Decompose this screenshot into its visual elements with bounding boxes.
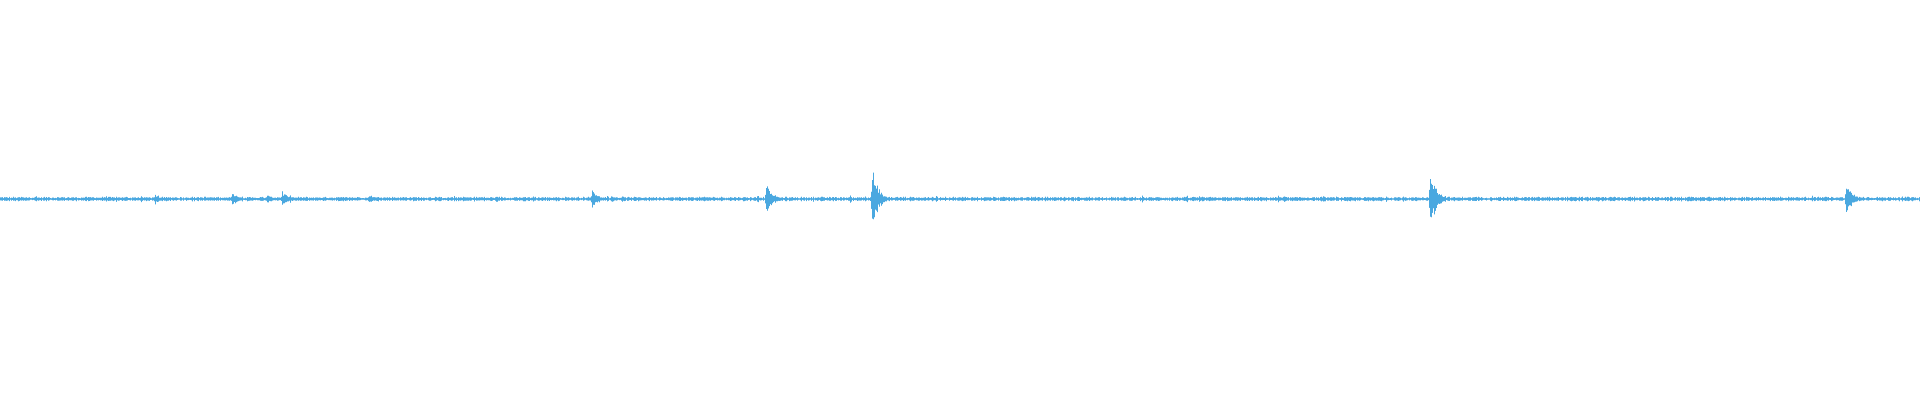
- waveform-trace: [0, 172, 1920, 220]
- waveform-samples: [0, 172, 1920, 220]
